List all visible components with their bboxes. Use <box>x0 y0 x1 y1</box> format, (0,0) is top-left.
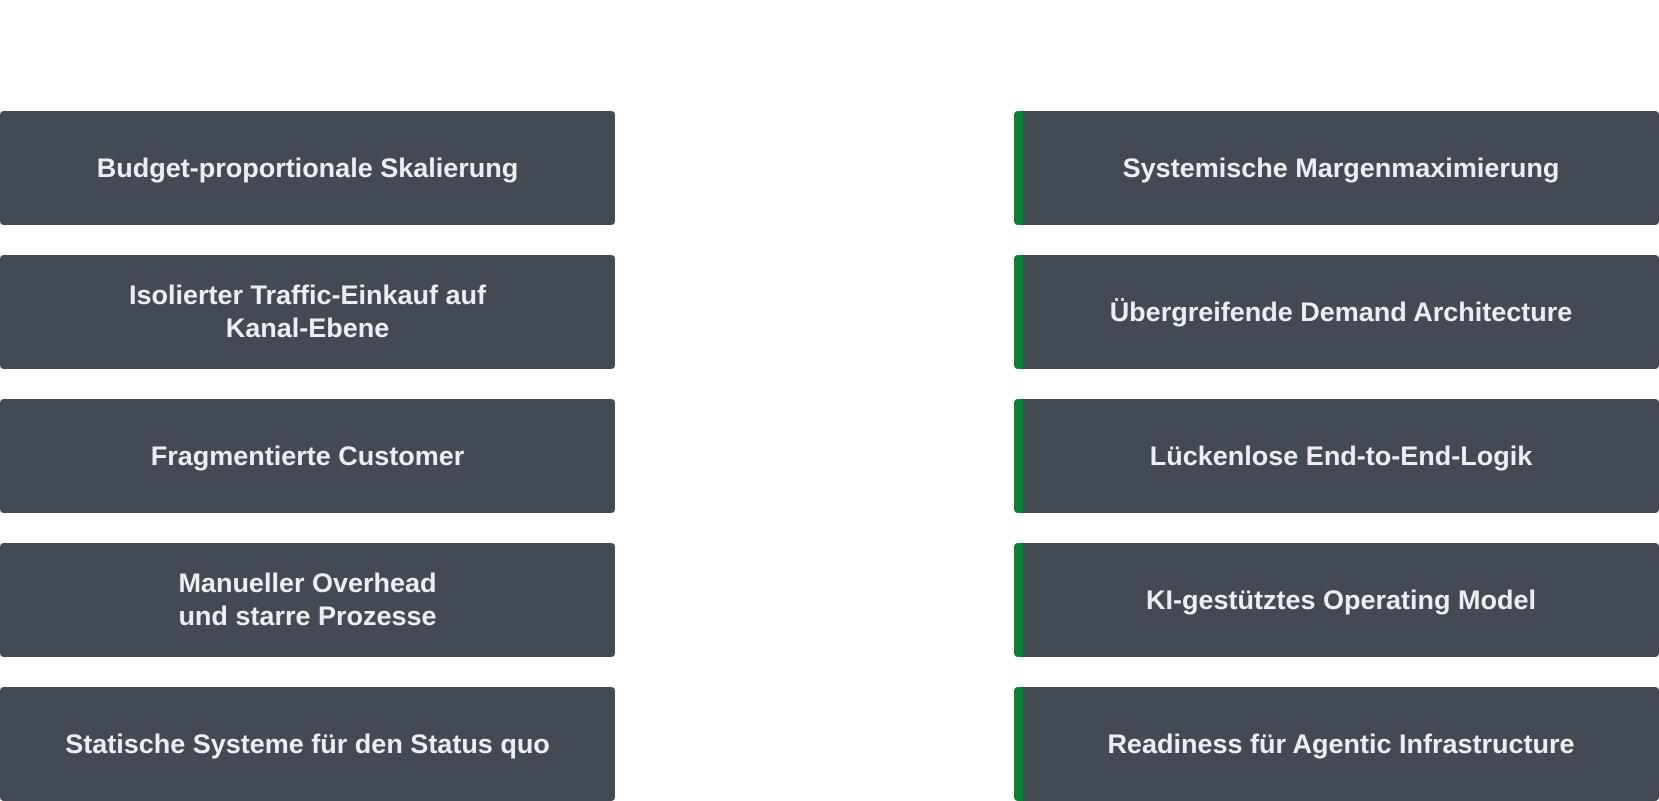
left-card-fragmented-customer: Fragmentierte Customer <box>0 399 615 513</box>
right-card-label: Systemische Margenmaximierung <box>1122 152 1560 183</box>
right-card-label: Lückenlose End-to-End-Logik <box>1149 440 1533 471</box>
right-column: Systemische Margenmaximierung Übergreife… <box>1014 111 1659 801</box>
left-card-isolated-traffic: Isolierter Traffic-Einkauf auf Kanal-Ebe… <box>0 255 615 369</box>
right-card-margin-maximization: Systemische Margenmaximierung <box>1014 111 1659 225</box>
right-card-demand-architecture: Übergreifende Demand Architecture <box>1014 255 1659 369</box>
left-card-budget-scaling: Budget-proportionale Skalierung <box>0 111 615 225</box>
left-card-label: Fragmentierte Customer <box>150 440 465 471</box>
left-column: Budget-proportionale Skalierung Isoliert… <box>0 111 615 801</box>
left-card-static-systems: Statische Systeme für den Status quo <box>0 687 615 801</box>
left-card-label: Statische Systeme für den Status quo <box>65 728 550 759</box>
left-card-label: Manueller Overhead und starre Prozesse <box>178 568 437 631</box>
right-card-label: KI-gestütztes Operating Model <box>1145 584 1537 615</box>
left-card-label: Isolierter Traffic-Einkauf auf Kanal-Ebe… <box>128 280 487 343</box>
right-card-ai-operating-model: KI-gestütztes Operating Model <box>1014 543 1659 657</box>
left-card-label: Budget-proportionale Skalierung <box>96 152 519 183</box>
right-card-end-to-end-logic: Lückenlose End-to-End-Logik <box>1014 399 1659 513</box>
right-card-agentic-readiness: Readiness für Agentic Infrastructure <box>1014 687 1659 801</box>
right-card-label: Readiness für Agentic Infrastructure <box>1107 728 1575 759</box>
right-card-label: Übergreifende Demand Architecture <box>1109 296 1573 327</box>
left-card-manual-overhead: Manueller Overhead und starre Prozesse <box>0 543 615 657</box>
